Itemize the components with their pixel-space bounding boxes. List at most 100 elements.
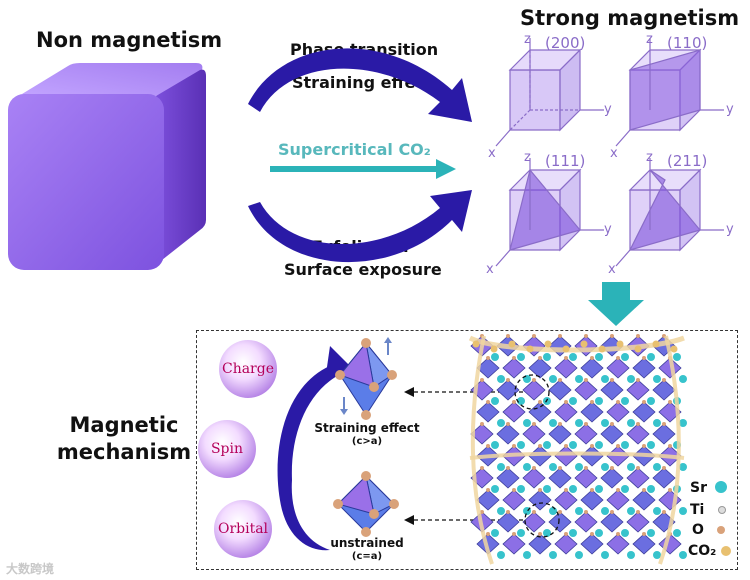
- sr-atom: [621, 529, 629, 537]
- spin-label: Spin: [210, 441, 244, 457]
- sr-atom: [627, 419, 635, 427]
- o-atom: [532, 378, 536, 382]
- o-atom: [610, 466, 614, 470]
- co2-molecule: [544, 340, 552, 348]
- axis-z-label: z: [524, 150, 531, 165]
- sr-atom: [595, 353, 603, 361]
- sr-atom: [497, 551, 505, 559]
- sr-atom: [575, 551, 583, 559]
- lattice-octahedron: [626, 511, 650, 533]
- co2-molecule: [508, 340, 516, 348]
- lattice-octahedron: [580, 489, 604, 511]
- o-atom: [558, 466, 562, 470]
- o-atom: [636, 466, 640, 470]
- o-atom: [642, 400, 646, 404]
- facet-111-label: (111): [545, 152, 586, 170]
- sr-atom: [647, 485, 655, 493]
- lattice-octahedron: [626, 379, 650, 401]
- lattice-octahedron: [652, 379, 676, 401]
- axis-z-label: z: [646, 32, 653, 47]
- o-atom: [590, 532, 594, 536]
- lattice-octahedron: [632, 401, 656, 423]
- sr-atom: [569, 353, 577, 361]
- o-atom: [564, 444, 568, 448]
- sr-atom: [679, 507, 687, 515]
- strain-curve-middle: [469, 451, 685, 460]
- o-atom: [480, 422, 484, 426]
- o-atom: [506, 510, 510, 514]
- o-atom: [668, 400, 672, 404]
- lattice-octahedron: [600, 423, 624, 445]
- lattice-octahedron: [632, 357, 656, 379]
- axis-y-label: y: [604, 222, 612, 237]
- non-magnetism-title: Non magnetism: [36, 28, 223, 52]
- lattice-octahedron: [496, 467, 520, 489]
- o-atom: [486, 444, 490, 448]
- teal-down-arrow: [588, 282, 644, 326]
- o-atom: [584, 334, 588, 338]
- unstrained-octahedron: [333, 471, 399, 537]
- bottom-curved-arrow: [248, 190, 472, 263]
- sr-atom: [679, 463, 687, 471]
- sr-atom: [523, 551, 531, 559]
- sr-atom: [543, 353, 551, 361]
- sr-atom: [497, 507, 505, 515]
- sr-atom: [627, 507, 635, 515]
- lattice-octahedron: [528, 401, 552, 423]
- sr-atom: [627, 463, 635, 471]
- lattice-octahedron: [502, 489, 526, 511]
- o-atom: [558, 378, 562, 382]
- lattice-octahedron: [528, 489, 552, 511]
- o-atom: [584, 422, 588, 426]
- legend-ti-marker: [718, 506, 726, 514]
- lattice-octahedron: [600, 511, 624, 533]
- o-atom: [636, 422, 640, 426]
- lattice-octahedron: [548, 379, 572, 401]
- o-atom: [616, 356, 620, 360]
- lattice-octahedron: [600, 467, 624, 489]
- sr-atom: [497, 375, 505, 383]
- sr-atom: [549, 551, 557, 559]
- sr-atom: [647, 397, 655, 405]
- o-atom: [610, 422, 614, 426]
- sr-atom: [601, 375, 609, 383]
- sr-atom: [647, 353, 655, 361]
- sr-atom: [601, 507, 609, 515]
- lattice-octahedron: [574, 379, 598, 401]
- sr-atom: [679, 375, 687, 383]
- o-atom: [590, 444, 594, 448]
- sr-atom: [569, 529, 577, 537]
- o-atom: [610, 378, 614, 382]
- o-atom: [668, 488, 672, 492]
- co2-molecule: [526, 345, 534, 353]
- lattice-octahedron: [554, 533, 578, 555]
- strain-curve-top: [468, 335, 685, 353]
- o-atom: [538, 532, 542, 536]
- lattice-octahedron: [658, 357, 682, 379]
- o-atom: [532, 510, 536, 514]
- legend-co2-marker: [721, 546, 731, 556]
- o-atom: [538, 488, 542, 492]
- legend-o: O: [692, 522, 704, 538]
- co2-molecule: [490, 345, 498, 353]
- sr-atom: [621, 353, 629, 361]
- strained-label: Straining effect: [314, 421, 420, 435]
- o-atom: [486, 400, 490, 404]
- co2-molecule: [634, 345, 642, 353]
- sr-atom: [575, 375, 583, 383]
- o-atom: [584, 466, 588, 470]
- middle-arrow-shaft: [270, 166, 438, 172]
- sr-atom: [627, 375, 635, 383]
- sr-atom: [653, 419, 661, 427]
- cube-111: [495, 158, 604, 267]
- orbital-circle: Orbital: [214, 500, 272, 558]
- sr-atom: [595, 485, 603, 493]
- sr-atom: [523, 463, 531, 471]
- lattice-octahedron: [574, 511, 598, 533]
- o-atom: [564, 488, 568, 492]
- highlight-circle-unstrained: [524, 502, 560, 538]
- process-arrows: [248, 48, 472, 263]
- lattice-octahedron: [652, 423, 676, 445]
- o-atom: [558, 510, 562, 514]
- lattice-octahedron: [522, 423, 546, 445]
